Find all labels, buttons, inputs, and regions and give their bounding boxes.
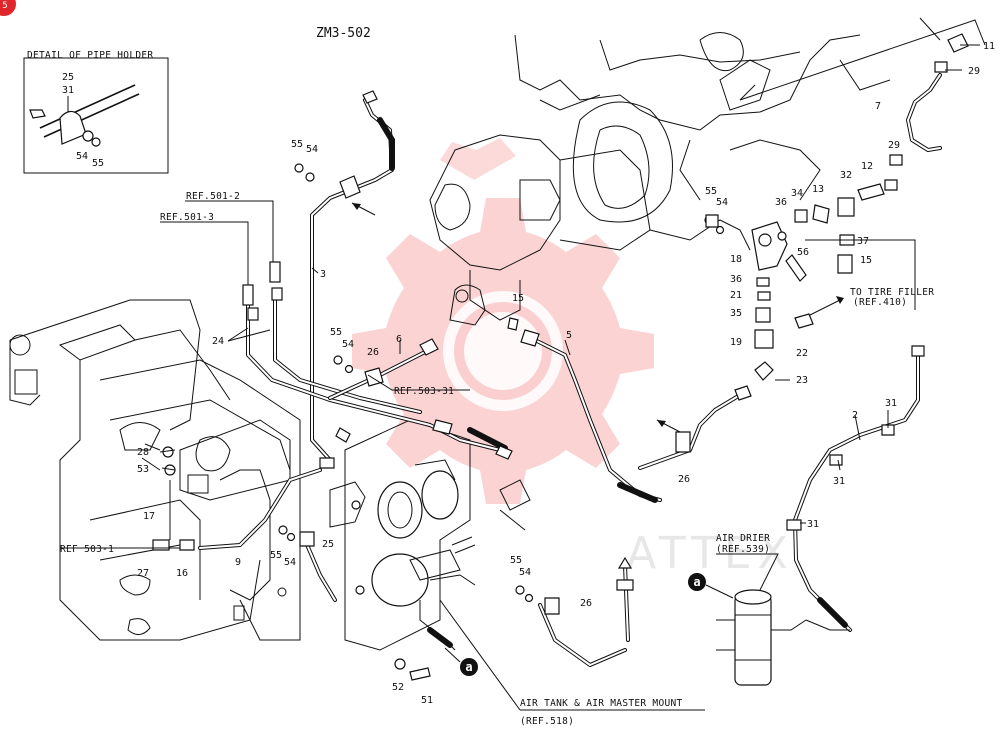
callout-32: 32 (840, 170, 852, 181)
callout-numbers: 11 29 7 29 12 32 13 34 36 55 54 37 56 18… (137, 41, 995, 706)
callout-12: 12 (861, 161, 873, 172)
detail-pipe-holder: DETAIL OF PIPE HOLDER 25 31 54 55 (23, 50, 169, 174)
pipe-routes (179, 73, 942, 681)
diagram-title: ZM3-502 (316, 26, 371, 41)
air-drier-ref: (REF.539) (716, 544, 770, 555)
callout-27: 27 (137, 568, 149, 579)
callout-26: 26 (580, 598, 592, 609)
reference-labels: REF.501-2 REF.501-3 REF.503-31 REF 503-1… (60, 191, 934, 727)
callout-36: 36 (775, 197, 787, 208)
ref-501-3: REF.501-3 (160, 212, 214, 223)
callout-55: 55 (510, 555, 522, 566)
air-tank-assembly (329, 419, 531, 651)
callout-54: 54 (716, 197, 728, 208)
air-tank-ref: (REF.518) (520, 716, 574, 727)
callout-17: 17 (143, 511, 155, 522)
callout-54: 54 (342, 339, 354, 350)
callout-54: 54 (284, 557, 296, 568)
callout-5: 5 (566, 330, 572, 341)
callout-52: 52 (392, 682, 404, 693)
callout-6: 6 (396, 334, 402, 345)
svg-text:55: 55 (92, 158, 104, 169)
air-drier (716, 589, 850, 686)
tire-filler-fittings (705, 33, 969, 349)
callout-26: 26 (678, 474, 690, 485)
tire-filler-label: TO TIRE FILLER (850, 287, 934, 298)
callout-28: 28 (137, 447, 149, 458)
callout-21: 21 (730, 290, 742, 301)
air-drier-label: AIR DRIER (716, 533, 770, 544)
callout-31: 31 (807, 519, 819, 530)
air-tank-label: AIR TANK & AIR MASTER MOUNT (520, 698, 683, 709)
callout-29: 29 (888, 140, 900, 151)
callout-3: 3 (320, 269, 326, 280)
callout-9: 9 (235, 557, 241, 568)
ref-503-1: REF 503-1 (60, 544, 114, 555)
callout-36: 36 (730, 274, 742, 285)
callout-31: 31 (833, 476, 845, 487)
callout-51: 51 (421, 695, 433, 706)
callout-56: 56 (797, 247, 809, 258)
callout-26: 26 (367, 347, 379, 358)
callout-54: 54 (306, 144, 318, 155)
callout-15: 15 (860, 255, 872, 266)
callout-35: 35 (730, 308, 742, 319)
callout-34: 34 (791, 188, 803, 199)
svg-text:5: 5 (2, 1, 7, 11)
leader-lines (60, 17, 986, 711)
callout-29: 29 (968, 66, 980, 77)
chassis-frame (9, 299, 301, 641)
callout-55: 55 (291, 139, 303, 150)
callout-55: 55 (330, 327, 342, 338)
ref-501-2: REF.501-2 (186, 191, 240, 202)
tire-filler-ref: (REF.410) (853, 297, 907, 308)
engine-block (429, 32, 891, 326)
callout-24: 24 (212, 336, 224, 347)
callout-31: 31 (885, 398, 897, 409)
marker-a-bottom: a (444, 647, 478, 676)
callout-54: 54 (519, 567, 531, 578)
ref-503-31: REF.503-31 (394, 386, 454, 397)
callout-37: 37 (857, 236, 869, 247)
detail-box-title: DETAIL OF PIPE HOLDER (27, 50, 153, 61)
callout-11: 11 (983, 41, 995, 52)
svg-text:a: a (693, 575, 700, 589)
callout-16: 16 (176, 568, 188, 579)
callout-7: 7 (875, 101, 881, 112)
callout-25: 25 (322, 539, 334, 550)
svg-text:54: 54 (76, 151, 88, 162)
callout-18: 18 (730, 254, 742, 265)
svg-text:25: 25 (62, 72, 74, 83)
svg-text:a: a (465, 660, 472, 674)
corner-badge: 5 (0, 0, 16, 16)
callout-13: 13 (812, 184, 824, 195)
callout-2: 2 (852, 410, 858, 421)
svg-text:31: 31 (62, 85, 74, 96)
callout-23: 23 (796, 375, 808, 386)
callout-55: 55 (270, 550, 282, 561)
callout-15: 15 (512, 293, 524, 304)
callout-53: 53 (137, 464, 149, 475)
callout-22: 22 (796, 348, 808, 359)
marker-a-top: a (688, 573, 734, 599)
callout-19: 19 (730, 337, 742, 348)
callout-55: 55 (705, 186, 717, 197)
